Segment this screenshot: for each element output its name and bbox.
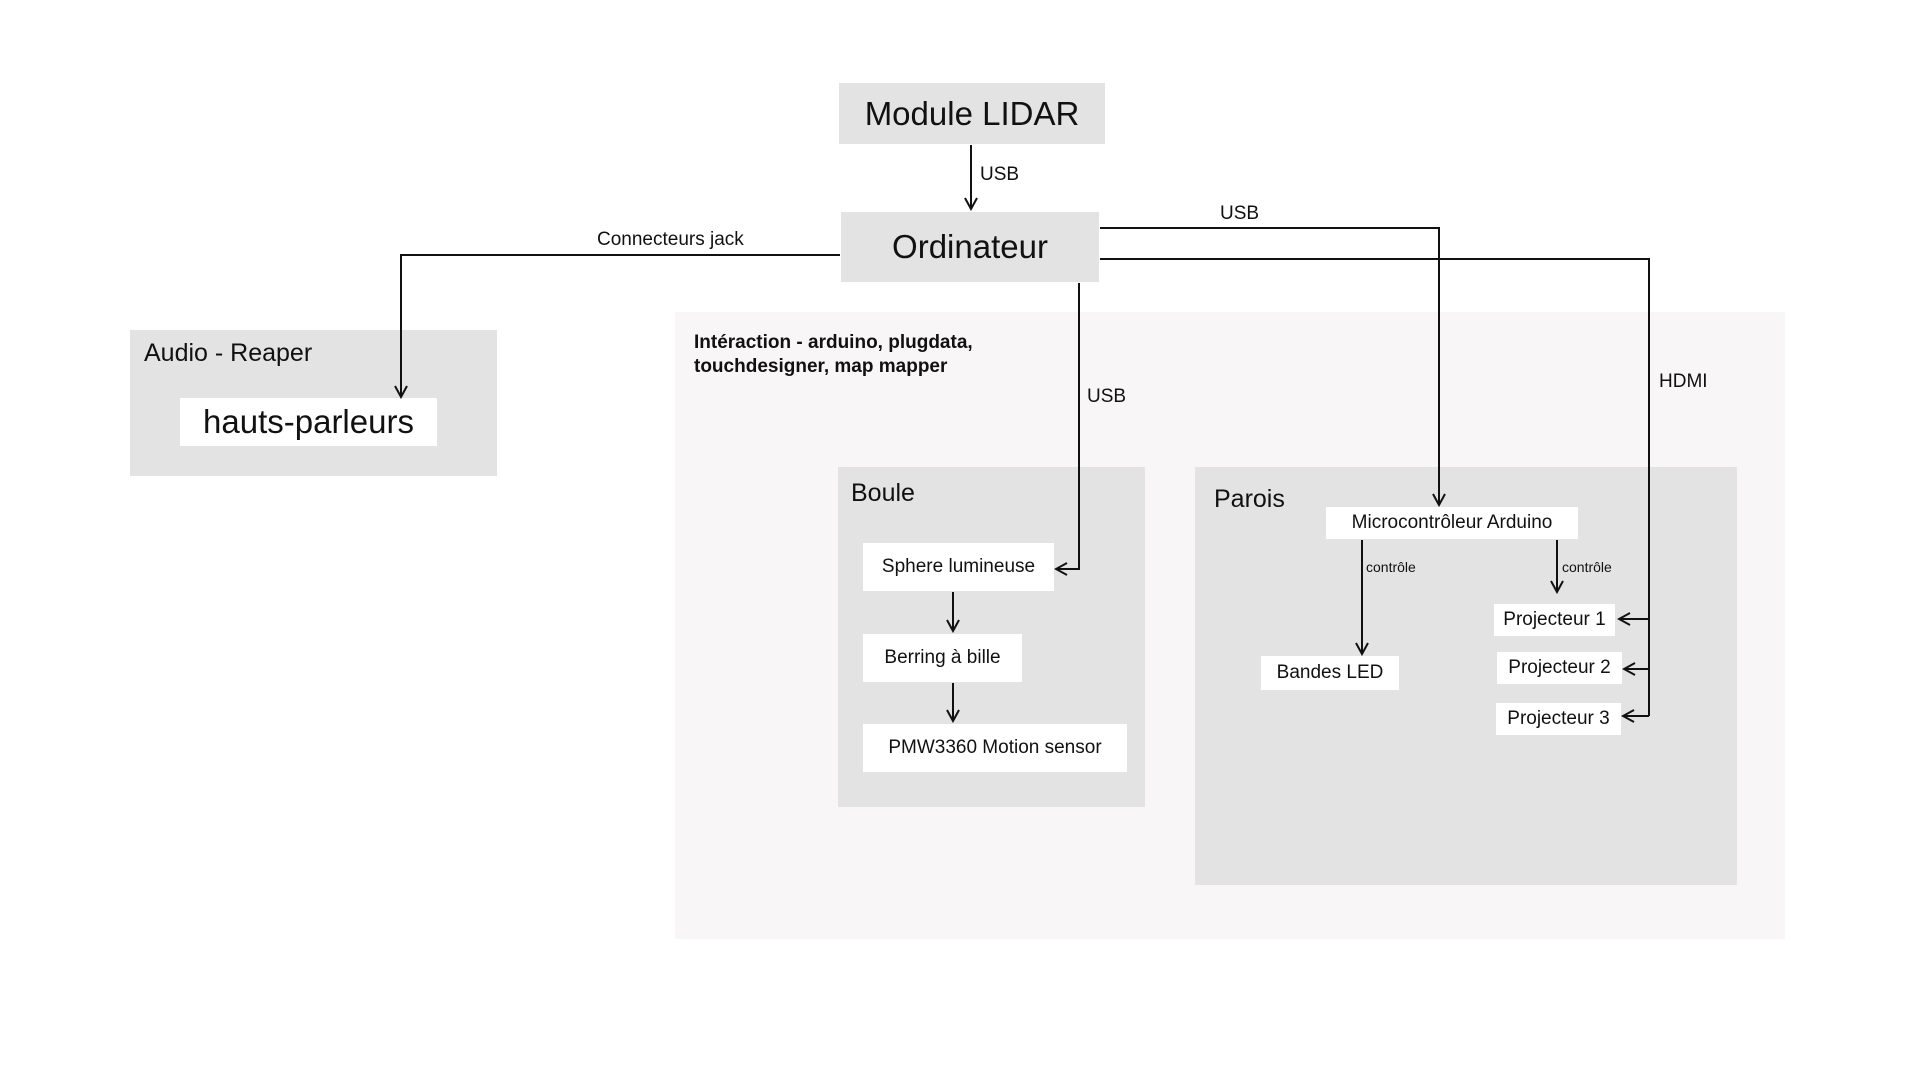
projector-1-node: Projecteur 1	[1494, 604, 1615, 636]
interaction-group-title-line2: touchdesigner, map mapper	[694, 356, 948, 377]
lidar-usb-label: USB	[980, 164, 1020, 185]
light-sphere-node: Sphere lumineuse	[863, 543, 1054, 591]
hdmi-label: HDMI	[1659, 371, 1708, 392]
interaction-group-title-line1: Intéraction - arduino, plugdata,	[694, 332, 973, 353]
walls-group-title: Parois	[1214, 485, 1285, 513]
projectors-control-label: contrôle	[1562, 559, 1612, 575]
led-strips-node: Bandes LED	[1261, 656, 1399, 690]
sphere-usb-label: USB	[1087, 386, 1127, 407]
leds-control-label: contrôle	[1366, 559, 1416, 575]
projector-2-node: Projecteur 2	[1497, 652, 1622, 684]
ball-bearing-node: Berring à bille	[863, 634, 1022, 682]
motion-sensor-node: PMW3360 Motion sensor	[863, 724, 1127, 772]
ball-group-title: Boule	[851, 479, 915, 507]
audio-group-title: Audio - Reaper	[144, 339, 313, 367]
jack-connectors-label: Connecteurs jack	[597, 229, 744, 250]
computer-node: Ordinateur	[841, 212, 1099, 282]
lidar-module-node: Module LIDAR	[839, 83, 1105, 144]
speakers-node: hauts-parleurs	[180, 398, 437, 446]
projector-3-node: Projecteur 3	[1496, 703, 1621, 735]
arduino-node: Microcontrôleur Arduino	[1326, 507, 1578, 539]
arduino-usb-label: USB	[1220, 203, 1260, 224]
